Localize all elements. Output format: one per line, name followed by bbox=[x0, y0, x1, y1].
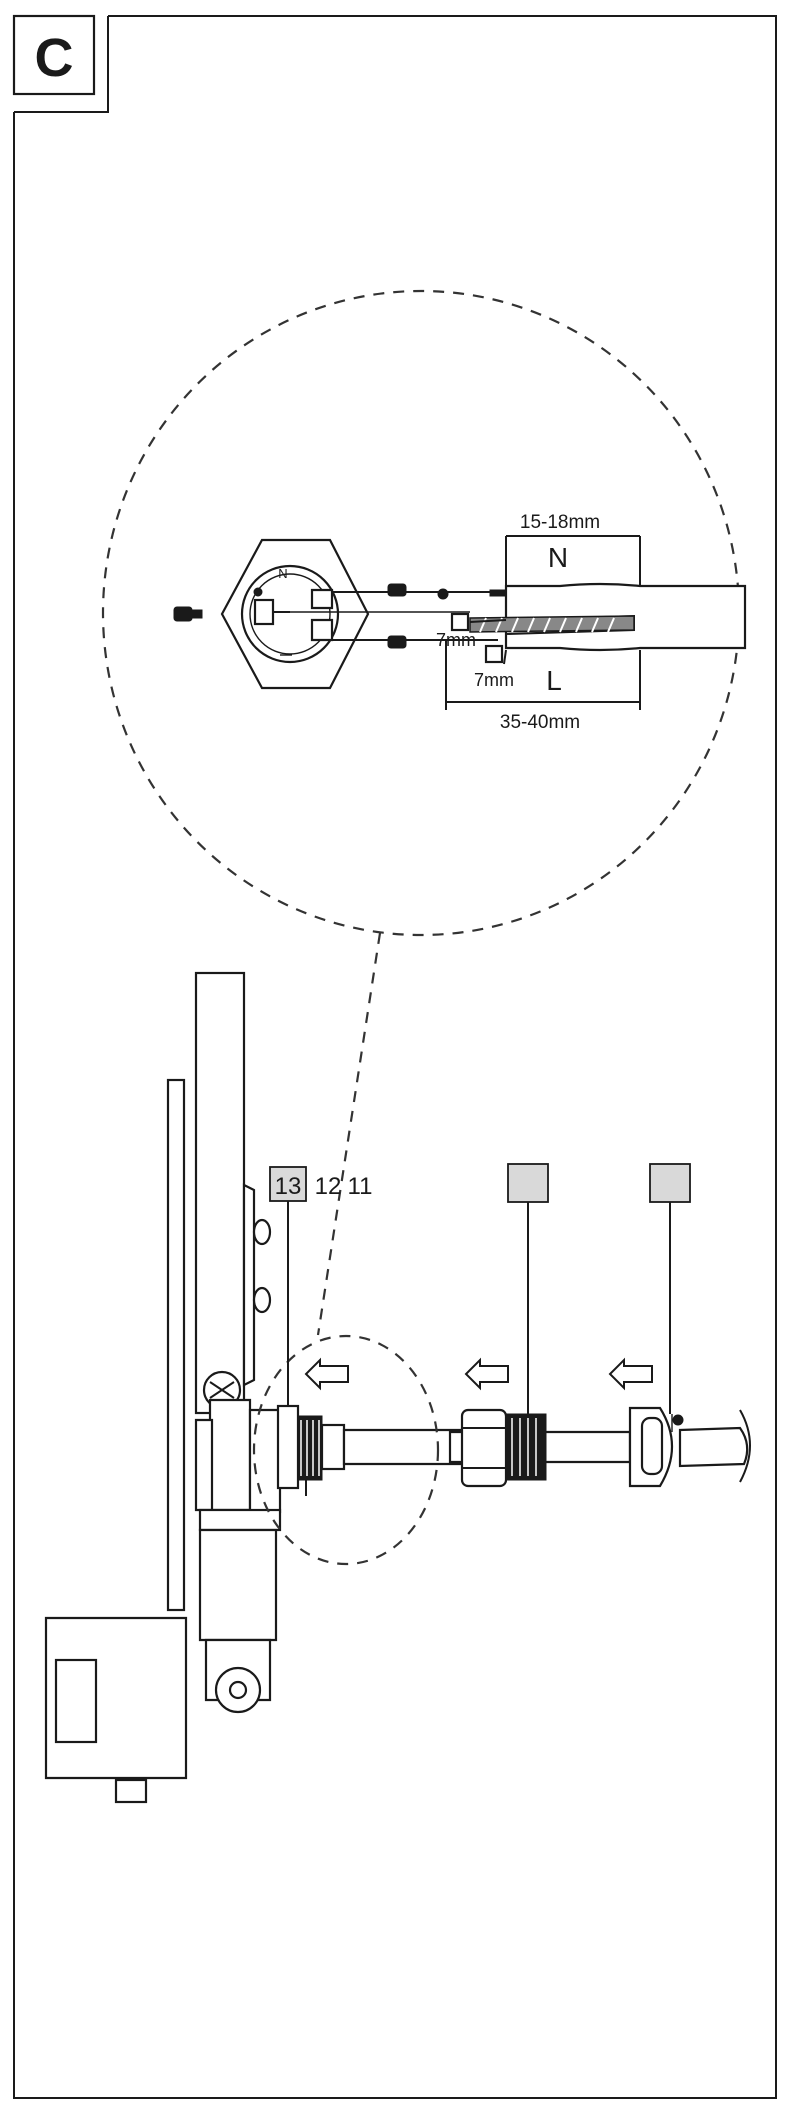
terminal-block-detail: N 15-18mm N L bbox=[173, 512, 747, 733]
dim-label-7mm-lower: 7mm bbox=[474, 670, 514, 690]
arrow-left-2 bbox=[464, 1357, 509, 1391]
insertion-arrows bbox=[304, 1357, 653, 1391]
callout-box-cap-seal bbox=[507, 1163, 549, 1203]
callout-box-cap-nut bbox=[649, 1163, 691, 1203]
wire-label-n: N bbox=[548, 542, 568, 573]
loose-screw bbox=[173, 606, 203, 622]
dimension-15-18mm: 15-18mm bbox=[505, 512, 641, 586]
callout-box-13 bbox=[269, 1166, 307, 1202]
wire-label-l: L bbox=[546, 665, 562, 696]
dim-label-15-18mm: 15-18mm bbox=[520, 512, 600, 533]
terminal-mark: N bbox=[278, 566, 287, 581]
callout-12: 12 bbox=[315, 1173, 342, 1200]
panel-letter: C bbox=[35, 28, 74, 88]
callout-11: 11 bbox=[348, 1173, 373, 1200]
dim-label-35-40mm: 35-40mm bbox=[500, 712, 580, 733]
dimension-35-40mm: 35-40mm bbox=[445, 640, 641, 733]
arrow-left-3 bbox=[608, 1357, 653, 1391]
callout-markers: 13 12 11 bbox=[269, 1163, 691, 1416]
dim-label-7mm-upper: 7mm bbox=[436, 630, 476, 650]
arrow-left-1 bbox=[304, 1357, 349, 1391]
cable-gland-exploded bbox=[448, 1406, 751, 1488]
floodlight-assembly bbox=[44, 971, 472, 1804]
panel-frame: C bbox=[12, 14, 777, 2099]
callout-13: 13 bbox=[275, 1173, 302, 1200]
